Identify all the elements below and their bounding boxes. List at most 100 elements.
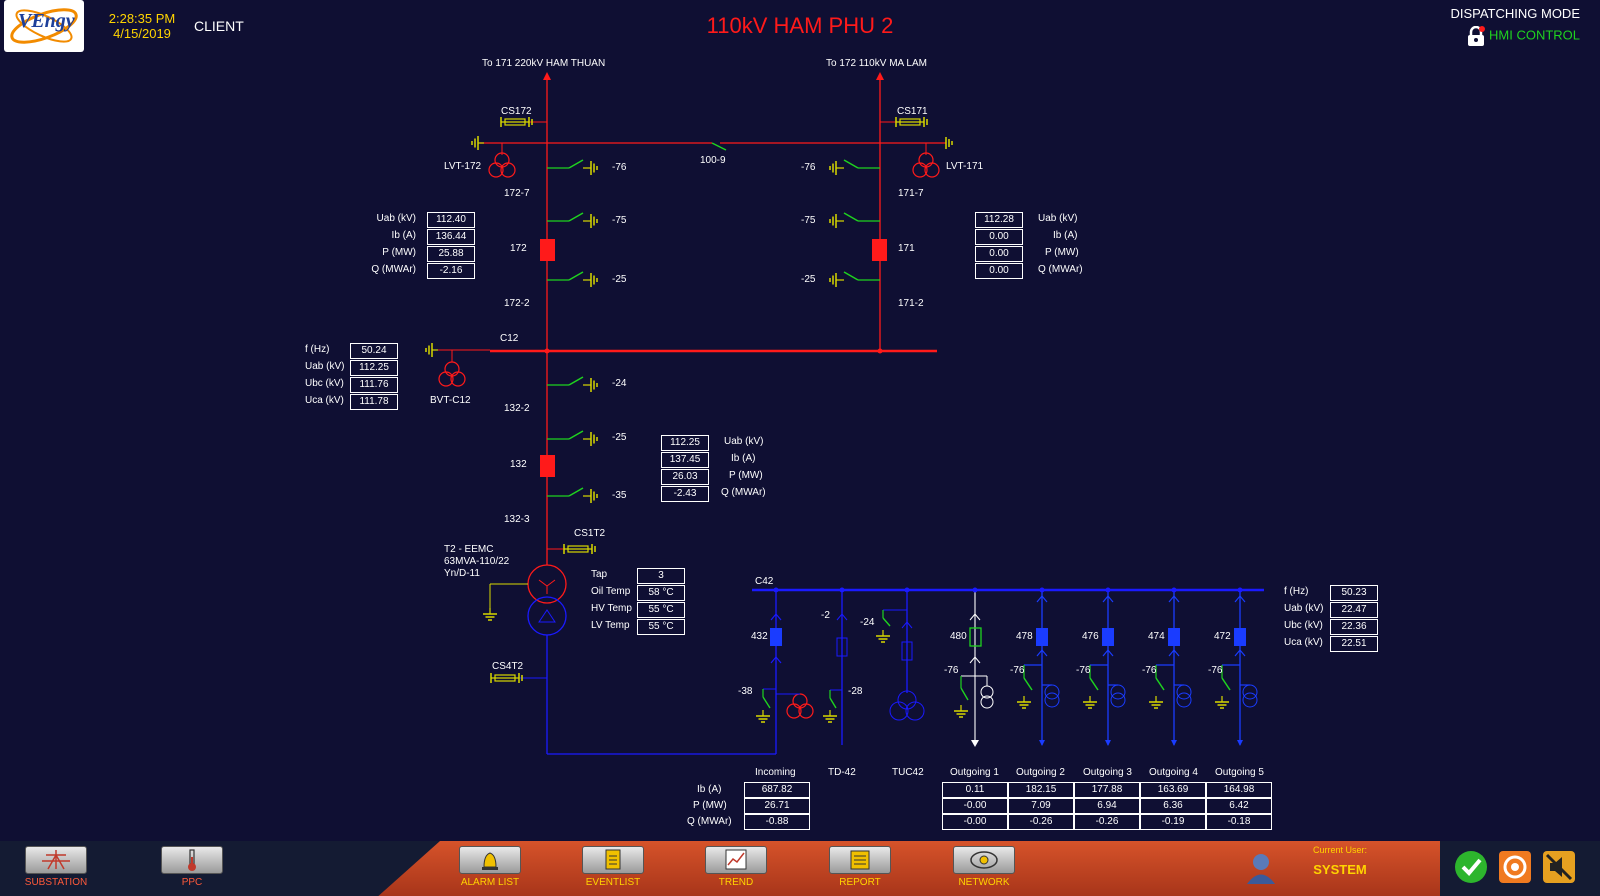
meas-value: 25.88 [427, 246, 475, 262]
breaker-478-label: 478 [1016, 631, 1033, 642]
page-title: 110kV HAM PHU 2 [706, 13, 894, 38]
es-478-76-label: -76 [1010, 665, 1025, 676]
meas-value: -2.16 [427, 263, 475, 279]
meas-label: Uab (kV) [376, 213, 416, 224]
cs4t2-label: CS4T2 [492, 661, 524, 672]
ppc-button[interactable]: PPC [157, 846, 227, 888]
td42-2-label: -2 [821, 610, 830, 621]
bus-c42-label: C42 [755, 576, 774, 587]
network-eye-icon [953, 846, 1015, 874]
meas-value: 22.36 [1330, 619, 1378, 635]
breaker-171[interactable] [872, 239, 887, 261]
hmi-control-toggle[interactable]: HMI CONTROL [1450, 26, 1580, 46]
breaker-171-label: 171 [898, 243, 915, 254]
es-432-38-label: -38 [738, 686, 753, 697]
user-avatar-icon[interactable] [1244, 851, 1278, 885]
meas-label: P (MW) [1045, 247, 1079, 258]
dispatching-mode-label: DISPATCHING MODE [1450, 6, 1580, 21]
table-cell: 7.09 [1008, 798, 1074, 814]
breaker-474[interactable] [1168, 628, 1180, 646]
alarm-horn-icon[interactable] [1498, 850, 1532, 884]
thermometer-icon [161, 846, 223, 874]
substation-button[interactable]: SUBSTATION [21, 846, 91, 888]
es-480-76-label: -76 [944, 665, 959, 676]
lock-icon [1468, 26, 1485, 46]
event-list-button[interactable]: EVENTLIST [578, 846, 648, 888]
cs172-label: CS172 [501, 106, 532, 117]
meas-label: Uab (kV) [1038, 213, 1078, 224]
es-172-76-label: -76 [612, 162, 627, 173]
network-button[interactable]: NETWORK [949, 846, 1019, 888]
breaker-432[interactable] [770, 628, 782, 646]
transformer-status: Tap Oil Temp HV Temp LV Temp 3 58 °C 55 … [585, 568, 691, 636]
breaker-476[interactable] [1102, 628, 1114, 646]
trend-button[interactable]: TREND [701, 846, 771, 888]
report-button[interactable]: REPORT [825, 846, 895, 888]
node-132-3-label: 132-3 [504, 514, 530, 525]
table-row-label: Q (MWAr) [687, 816, 732, 827]
meas-label: Oil Temp [591, 586, 631, 597]
meas-label: Q (MWAr) [1038, 264, 1083, 275]
meas-value: 0.00 [975, 263, 1023, 279]
table-header: Outgoing 2 [1016, 767, 1065, 778]
table-cell: 164.98 [1206, 782, 1272, 798]
disconnector-100-9[interactable] [708, 136, 730, 152]
clock-date: 4/15/2019 [113, 26, 171, 41]
clock: 2:28:35 PM 4/15/2019 [104, 11, 180, 41]
table-header: Incoming [755, 767, 796, 778]
table-header: TD-42 [828, 767, 856, 778]
alarm-bell-icon [459, 846, 521, 874]
client-label: CLIENT [194, 18, 244, 34]
measurements-c12: f (Hz) Uab (kV) Ubc (kV) Uca (kV) 50.24 … [290, 343, 402, 411]
t2-name: T2 - EEMC 63MVA-110/22 Yn/D-11 [444, 544, 509, 580]
measurements-132: 112.25 137.45 26.03 -2.43 Uab (kV) Ib (A… [661, 435, 781, 503]
meas-label: Uca (kV) [1284, 637, 1323, 648]
es-476-76-label: -76 [1076, 665, 1091, 676]
es-171-76-label: -76 [801, 162, 816, 173]
breaker-478[interactable] [1036, 628, 1048, 646]
es-172-25-label: -25 [612, 274, 627, 285]
node-171-7-label: 171-7 [898, 188, 924, 199]
meas-value: 111.78 [350, 394, 398, 410]
meas-label: Uab (kV) [305, 361, 345, 372]
meas-value: 136.44 [427, 229, 475, 245]
acknowledge-check-icon[interactable] [1454, 850, 1488, 884]
alarm-list-button[interactable]: ALARM LIST [455, 846, 525, 888]
table-cell: -0.00 [942, 798, 1008, 814]
table-cell: -0.18 [1206, 814, 1272, 830]
ppc-label: PPC [181, 877, 203, 888]
es-472-76-label: -76 [1208, 665, 1223, 676]
t2-line1: T2 - EEMC [444, 544, 494, 555]
meas-value: 50.23 [1330, 585, 1378, 601]
meas-value: 50.24 [350, 343, 398, 359]
breaker-472[interactable] [1234, 628, 1246, 646]
bottom-toolbar: SUBSTATION PPC ALARM LIST EVENTLIST TREN… [0, 841, 1600, 896]
meas-label: Q (MWAr) [371, 264, 416, 275]
hmi-control-label: HMI CONTROL [1489, 27, 1580, 43]
breaker-172[interactable] [540, 239, 555, 261]
meas-label: P (MW) [729, 470, 763, 481]
mute-speaker-icon[interactable] [1542, 850, 1576, 884]
breaker-480[interactable] [970, 628, 981, 646]
es-171-25-label: -25 [801, 274, 816, 285]
meas-label: Uab (kV) [724, 436, 764, 447]
right-feeder-label: To 172 110kV MA LAM [826, 58, 927, 69]
table-header: Outgoing 1 [950, 767, 999, 778]
t2-line2: 63MVA-110/22 [444, 556, 510, 567]
meas-label: Ubc (kV) [305, 378, 344, 389]
table-cell: 6.94 [1074, 798, 1140, 814]
table-cell: -0.00 [942, 814, 1008, 830]
meas-label: f (Hz) [1284, 586, 1309, 597]
es-132-24-label: -24 [612, 378, 627, 389]
feeder-table: Ib (A) P (MW) Q (MWAr) Incoming TD-42 TU… [687, 767, 1280, 831]
node-171-2-label: 171-2 [898, 298, 924, 309]
breaker-132[interactable] [540, 455, 555, 477]
node-172-2-label: 172-2 [504, 298, 530, 309]
meas-label: Ib (A) [1053, 230, 1078, 241]
table-header: Outgoing 4 [1149, 767, 1198, 778]
meas-label: LV Temp [591, 620, 630, 631]
current-user-label: Current User: [1312, 845, 1367, 855]
node-172-7-label: 172-7 [504, 188, 530, 199]
report-label: REPORT [839, 877, 881, 888]
